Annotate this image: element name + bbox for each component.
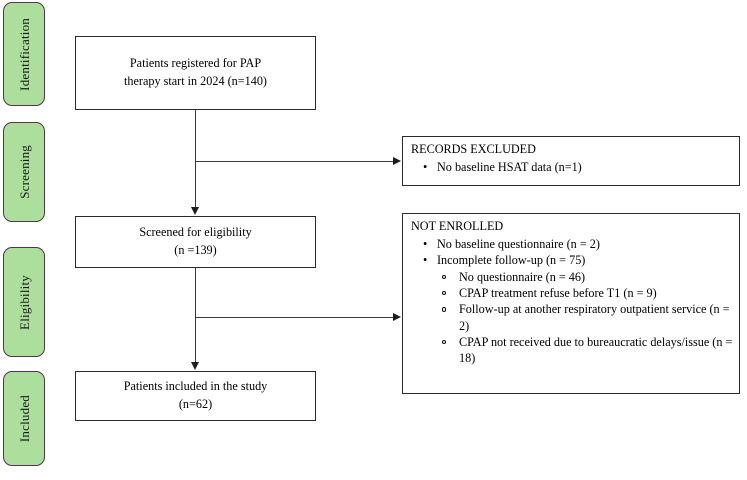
list-item: • No baseline HSAT data (n=1) <box>411 159 733 175</box>
list-item: CPAP treatment refuse before T1 (n = 9) <box>437 285 733 301</box>
box-included-line-1: Patients included in the study <box>123 379 268 394</box>
bullet-dot-icon: • <box>423 159 428 174</box>
list-item: • No baseline questionnaire (n = 2) <box>411 236 733 252</box>
box-patients-included: Patients included in the study (n=62) <box>75 371 316 421</box>
box-not-enrolled: NOT ENROLLED • No baseline questionnaire… <box>402 213 740 394</box>
box-included-line-2: (n=62) <box>178 397 213 411</box>
stage-identification-label: Identification <box>16 17 32 91</box>
bullet-circle-icon <box>442 307 447 312</box>
box-screened-for-eligibility: Screened for eligibility (n =139) <box>75 216 316 268</box>
box-patients-registered-line-2: therapy start in 2024 (n=140) <box>124 74 267 88</box>
box-screened-line-2: (n =139) <box>174 243 217 257</box>
connector-registered-to-screened <box>195 110 196 208</box>
not-enrolled-subitem-2: CPAP treatment refuse before T1 (n = 9) <box>459 285 657 300</box>
arrowhead-right-not-enrolled <box>393 312 401 321</box>
box-records-excluded: RECORDS EXCLUDED • No baseline HSAT data… <box>402 136 740 186</box>
bullet-dot-icon: • <box>423 253 428 268</box>
stage-identification: Identification <box>3 2 45 106</box>
stage-included: Included <box>3 371 45 466</box>
bullet-dot-icon: • <box>423 236 428 251</box>
stage-screening-label: Screening <box>16 145 32 199</box>
records-excluded-list: • No baseline HSAT data (n=1) <box>411 159 733 175</box>
bullet-circle-icon <box>442 290 447 296</box>
arrowhead-down-included <box>190 362 199 370</box>
stage-included-label: Included <box>16 394 32 443</box>
arrowhead-down-screened <box>190 207 199 215</box>
stage-eligibility: Eligibility <box>3 247 45 357</box>
box-patients-registered-line-1: Patients registered for PAP <box>129 56 262 71</box>
arrowhead-right-records-excluded <box>393 156 401 165</box>
not-enrolled-subitem-3: Follow-up at another respiratory outpati… <box>459 302 730 333</box>
connector-to-records-excluded <box>195 161 393 162</box>
not-enrolled-sublist: No questionnaire (n = 46) CPAP treatment… <box>437 269 733 367</box>
list-item: CPAP not received due to bureaucratic de… <box>437 334 733 367</box>
box-patients-registered: Patients registered for PAP therapy star… <box>75 36 316 110</box>
records-excluded-title: RECORDS EXCLUDED <box>411 142 536 156</box>
bullet-circle-icon <box>442 339 447 345</box>
not-enrolled-title: NOT ENROLLED <box>411 219 504 233</box>
list-item: Follow-up at another respiratory outpati… <box>437 301 733 334</box>
bullet-circle-icon <box>442 274 447 279</box>
stage-eligibility-label: Eligibility <box>16 274 32 330</box>
not-enrolled-item-1: No baseline questionnaire (n = 2) <box>437 236 600 251</box>
not-enrolled-list: • No baseline questionnaire (n = 2) • In… <box>411 236 733 367</box>
not-enrolled-subitem-1: No questionnaire (n = 46) <box>459 269 586 284</box>
list-item: No questionnaire (n = 46) <box>437 269 733 285</box>
box-screened-line-1: Screened for eligibility <box>139 225 252 240</box>
records-excluded-item-1: No baseline HSAT data (n=1) <box>437 159 582 174</box>
list-item: • Incomplete follow-up (n = 75) No quest… <box>411 252 733 366</box>
not-enrolled-subitem-4: CPAP not received due to bureaucratic de… <box>459 334 733 366</box>
connector-screened-to-included <box>195 268 196 363</box>
stage-screening: Screening <box>3 122 45 222</box>
connector-to-not-enrolled <box>195 317 393 318</box>
not-enrolled-item-2: Incomplete follow-up (n = 75) <box>437 253 586 268</box>
